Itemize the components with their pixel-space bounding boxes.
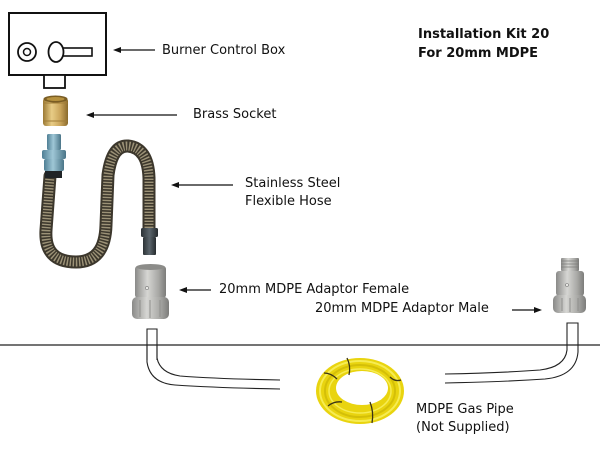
- label-brass-socket: Brass Socket: [193, 107, 277, 122]
- label-gas-pipe: MDPE Gas Pipe (Not Supplied): [416, 401, 514, 437]
- label-flexible-hose: Stainless Steel Flexible Hose: [245, 175, 340, 211]
- kit-title-line2: For 20mm MDPE: [418, 46, 539, 61]
- control-box-knob: [47, 41, 65, 63]
- label-gas-pipe-line1: MDPE Gas Pipe: [416, 402, 514, 417]
- label-gas-pipe-line2: (Not Supplied): [416, 420, 510, 435]
- burner-control-box-icon: [8, 12, 107, 89]
- control-box-knob-slot: [61, 47, 93, 57]
- label-flexible-hose-line2: Flexible Hose: [245, 194, 332, 209]
- label-burner-control-box: Burner Control Box: [162, 43, 286, 58]
- arrow-burner-control-box: [113, 47, 155, 53]
- arrow-adaptor-male: [512, 307, 542, 313]
- control-box-dial-inner: [22, 47, 32, 57]
- underground-pipe-right: [444, 322, 579, 384]
- label-adaptor-male: 20mm MDPE Adaptor Male: [315, 301, 489, 316]
- flexible-hose-icon: [39, 134, 158, 269]
- label-flexible-hose-line1: Stainless Steel: [245, 176, 341, 191]
- arrows: [86, 47, 542, 313]
- arrow-brass-socket: [86, 112, 177, 118]
- gas-pipe-coil-icon: [316, 357, 404, 424]
- arrow-flexible-hose: [171, 182, 233, 188]
- underground-pipe-left: [146, 328, 281, 390]
- kit-title: Installation Kit 20 For 20mm MDPE: [418, 25, 549, 63]
- arrow-adaptor-female: [179, 287, 211, 293]
- kit-title-line1: Installation Kit 20: [418, 27, 550, 42]
- adaptor-female-icon: [132, 264, 169, 319]
- brass-socket-icon: [43, 95, 68, 126]
- adaptor-male-icon: [553, 258, 586, 313]
- label-adaptor-female: 20mm MDPE Adaptor Female: [219, 282, 410, 297]
- control-box-outlet-stub: [43, 74, 66, 89]
